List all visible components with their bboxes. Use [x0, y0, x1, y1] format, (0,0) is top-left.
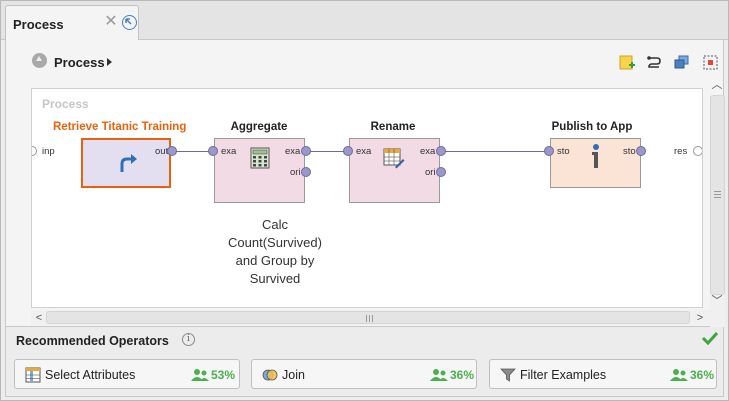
join-icon	[262, 369, 278, 381]
input-port[interactable]	[208, 146, 218, 156]
port-label: exa	[356, 146, 372, 157]
port-label: exa	[420, 146, 436, 157]
table-columns-icon	[25, 367, 41, 383]
recommended-filter-examples[interactable]: Filter Examples 36%	[489, 359, 717, 389]
users-icon	[430, 369, 448, 381]
scroll-right-icon[interactable]: >	[696, 312, 704, 324]
breadcrumb-arrow-icon[interactable]	[107, 58, 112, 66]
connection-wire[interactable]	[307, 151, 347, 152]
process-input-port-label: inp	[42, 146, 55, 157]
port-label: ori	[425, 167, 436, 178]
operator-rename[interactable]: exa exa ori	[349, 138, 440, 203]
connection-wire[interactable]	[171, 151, 211, 152]
port-label: out	[155, 146, 169, 157]
port-label: ori	[290, 167, 301, 178]
fit-canvas-icon[interactable]	[702, 54, 719, 71]
scroll-up-icon[interactable]: ︿	[711, 79, 723, 91]
users-icon	[670, 369, 688, 381]
recommended-percent: 53%	[211, 368, 236, 382]
operator-publish-to-app[interactable]: sto sto	[550, 138, 641, 188]
recommended-join[interactable]: Join 36%	[251, 359, 477, 389]
filter-icon	[500, 368, 516, 382]
operator-note[interactable]: Calc Count(Survived) and Group by Surviv…	[228, 217, 322, 286]
tab-process[interactable]: Process ✕	[5, 5, 139, 41]
users-icon	[191, 369, 209, 381]
rename-table-icon	[383, 148, 405, 169]
calculator-icon	[250, 147, 270, 169]
operator-title: Retrieve Titanic Training	[53, 121, 187, 133]
port-label: exa	[221, 146, 237, 157]
output-port[interactable]	[436, 167, 446, 177]
retrieve-icon	[120, 154, 137, 172]
canvas-title: Process	[42, 97, 89, 111]
auto-wire-icon[interactable]	[646, 54, 663, 71]
breadcrumb[interactable]: Process	[54, 55, 105, 70]
scroll-left-icon[interactable]: <	[35, 312, 43, 324]
tab-label: Process	[13, 17, 64, 32]
process-panel: Process Process inp res Retrieve Titanic…	[5, 40, 725, 350]
process-input-port[interactable]	[32, 146, 37, 156]
info-icon[interactable]: i	[182, 333, 195, 346]
input-port[interactable]	[343, 146, 353, 156]
operator-aggregate[interactable]: exa exa ori	[214, 138, 305, 203]
process-result-port-label: res	[674, 146, 688, 157]
operator-title: Aggregate	[230, 121, 288, 133]
recommended-percent: 36%	[690, 368, 715, 382]
close-icon[interactable]: ✕	[104, 13, 118, 30]
arrange-icon[interactable]	[673, 54, 690, 71]
output-port[interactable]	[301, 146, 311, 156]
operator-title: Rename	[370, 121, 416, 133]
connection-wire[interactable]	[442, 151, 546, 152]
recommended-percent: 36%	[450, 368, 475, 382]
input-port[interactable]	[544, 146, 554, 156]
port-label: sto	[557, 146, 570, 157]
recommended-label: Join	[282, 368, 305, 382]
recommended-operators-panel: Recommended Operators i Select Attribute…	[5, 327, 724, 397]
navigate-up-icon[interactable]	[32, 53, 47, 68]
operator-retrieve[interactable]: out	[81, 138, 171, 188]
process-result-port[interactable]	[693, 146, 702, 156]
output-port[interactable]	[636, 146, 646, 156]
output-port[interactable]	[436, 146, 446, 156]
output-port[interactable]	[301, 167, 311, 177]
port-label: exa	[285, 146, 301, 157]
add-note-icon[interactable]	[619, 54, 636, 71]
operator-title: Publish to App	[551, 121, 633, 133]
process-canvas[interactable]: Process inp res Retrieve Titanic Trainin…	[31, 88, 703, 308]
horizontal-scroll-thumb[interactable]	[46, 311, 690, 324]
checkmark-icon[interactable]	[701, 331, 719, 345]
recommended-label: Select Attributes	[45, 368, 136, 382]
recommended-select-attributes[interactable]: Select Attributes 53%	[14, 359, 240, 389]
scroll-down-icon[interactable]: ﹀	[711, 295, 723, 307]
dock-icon[interactable]	[122, 15, 137, 30]
recommended-label: Filter Examples	[520, 368, 607, 382]
output-port[interactable]	[167, 146, 177, 156]
recommended-title: Recommended Operators	[16, 334, 169, 348]
port-label: sto	[623, 146, 636, 157]
info-person-icon	[592, 144, 599, 168]
vertical-scroll-thumb[interactable]	[710, 95, 725, 295]
